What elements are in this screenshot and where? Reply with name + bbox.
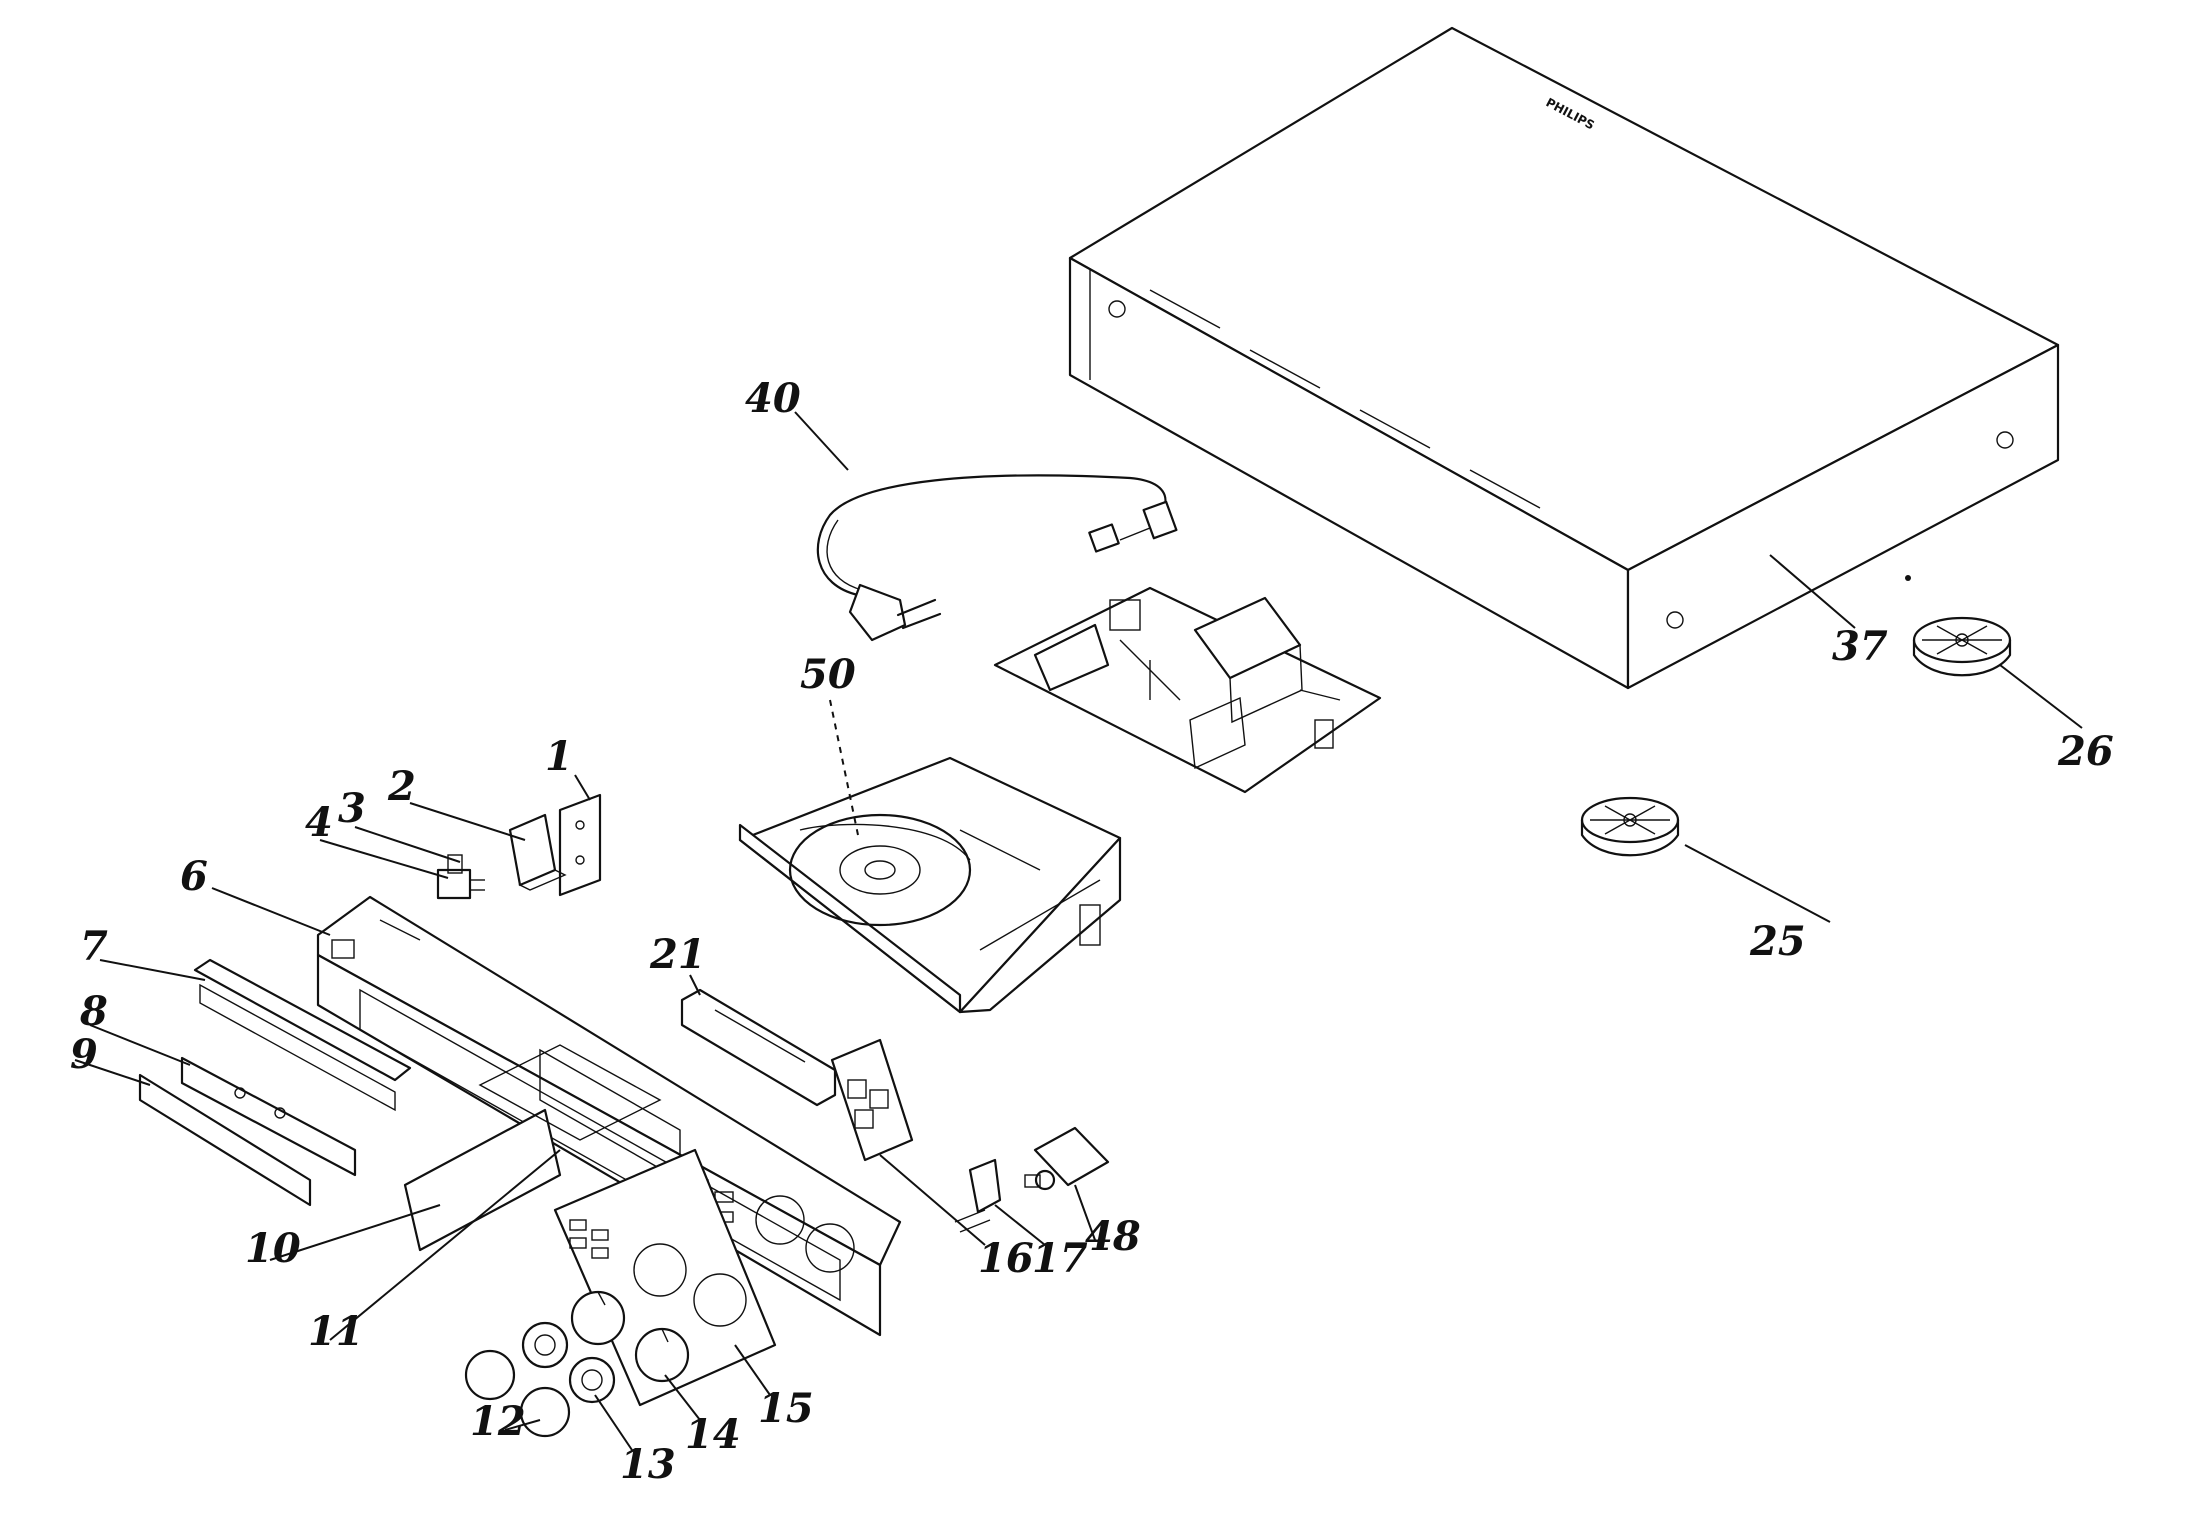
callout-25: 25: [1749, 918, 1806, 965]
callout-14: 14: [685, 1411, 741, 1458]
callout-16: 16: [978, 1235, 1034, 1282]
part-switch-3-4: [436, 854, 485, 900]
callout-7: 7: [80, 923, 108, 970]
callout-8: 8: [79, 988, 108, 1035]
part-panel-strip-9: [138, 1073, 312, 1207]
part-clip-17: [954, 1158, 1002, 1233]
callout-9: 9: [70, 1031, 98, 1078]
part-panel-strip-8: [180, 1056, 357, 1177]
callout-labels: 1 2 3 4 6 7 8 9 10 11 12 13 14 15 16 17 …: [70, 375, 2114, 1488]
callout-48: 48: [1085, 1213, 1141, 1260]
callout-21: 21: [649, 931, 706, 978]
part-display-window-10: [403, 1108, 562, 1252]
leader-lines: [74, 411, 2083, 1451]
part-panel-strip-7: [193, 958, 412, 1112]
part-main-board: [993, 586, 1382, 794]
part-keypad-board-21: [680, 988, 837, 1107]
part-small-board-1: [558, 793, 602, 897]
callout-12: 12: [470, 1398, 526, 1445]
callout-10: 10: [245, 1225, 301, 1272]
callout-6: 6: [180, 853, 208, 900]
part-front-panel: [316, 895, 902, 1337]
callout-40: 40: [745, 375, 801, 422]
callout-4: 4: [305, 799, 333, 846]
callout-37: 37: [1832, 623, 1888, 670]
part-power-cord: [816, 474, 1178, 642]
callout-13: 13: [620, 1441, 676, 1488]
part-knob-14: [570, 1290, 690, 1383]
callout-15: 15: [758, 1385, 814, 1432]
part-foot-25: [1580, 796, 1680, 857]
callout-1: 1: [545, 733, 573, 780]
callout-3: 3: [338, 785, 366, 832]
part-top-cover: PHILIPS: [1068, 26, 2060, 690]
part-display-lens-11: [478, 1044, 662, 1141]
callout-50: 50: [800, 651, 856, 698]
part-knob-13: [521, 1321, 616, 1404]
callout-11: 11: [308, 1308, 364, 1355]
part-cd-mechanism: [738, 756, 1122, 1014]
callout-26: 26: [2057, 728, 2114, 775]
part-bracket-2: [508, 813, 567, 891]
callout-17: 17: [1032, 1235, 1088, 1282]
part-jack-board-48: [1024, 1126, 1110, 1191]
part-foot-26: [1912, 616, 2012, 677]
part-button-12: [464, 1349, 571, 1438]
part-bracket-16: [830, 1038, 914, 1162]
callout-2: 2: [387, 763, 416, 810]
